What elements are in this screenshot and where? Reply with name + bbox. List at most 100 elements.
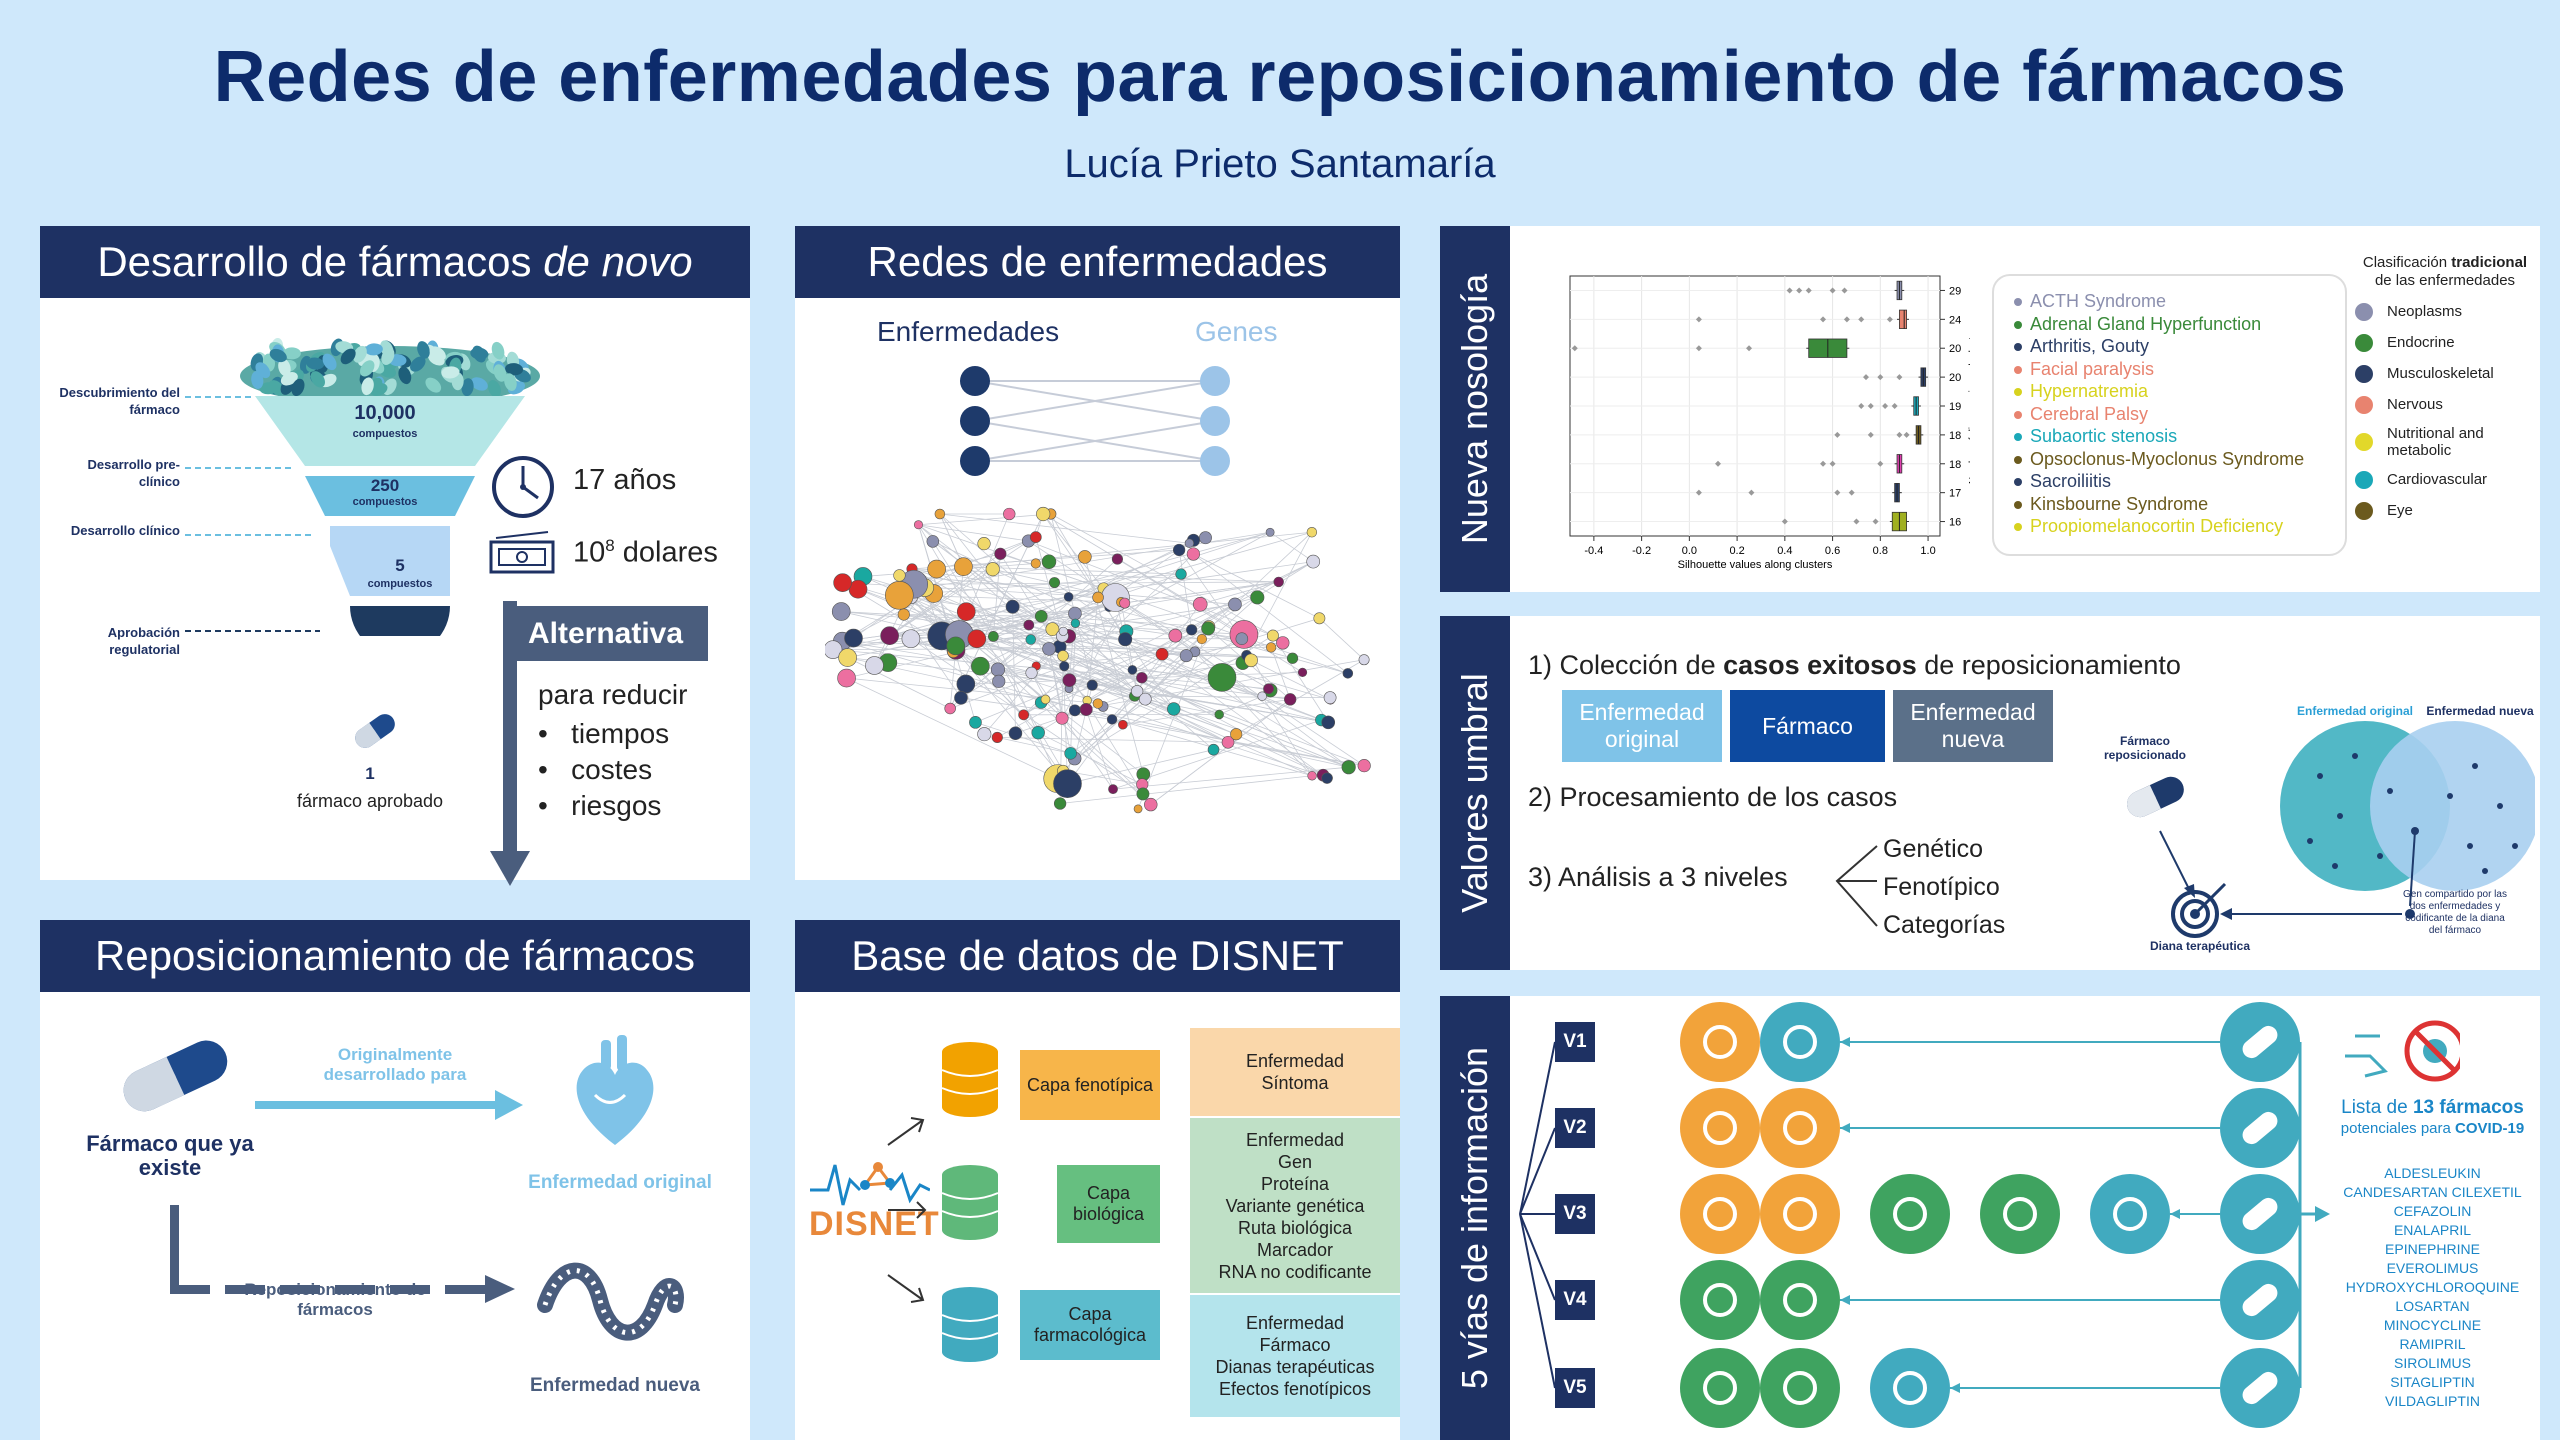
x-tick-label: -0.4 bbox=[1584, 545, 1603, 557]
layer-phenotypic: Capa fenotípica bbox=[1020, 1050, 1160, 1120]
network-edge bbox=[1137, 626, 1210, 810]
network-edge bbox=[911, 568, 1187, 657]
alternative-item: • tiempos bbox=[538, 718, 670, 749]
protein-icon bbox=[1980, 1174, 2060, 1254]
entity-item: Gen bbox=[1277, 1151, 1313, 1172]
network-node bbox=[927, 559, 946, 579]
outlier-point bbox=[1695, 316, 1702, 323]
y-axis-label: Number of diseases in each cluster bbox=[1968, 327, 1970, 484]
network-edge bbox=[1227, 741, 1365, 767]
alternative-item: • riesgos bbox=[538, 790, 662, 821]
outlier-point bbox=[1872, 518, 1879, 525]
classification-item: Nervous bbox=[2355, 389, 2540, 420]
y-tick-label: 18 bbox=[1949, 459, 1961, 471]
network-node bbox=[1111, 553, 1123, 565]
box-original-disease: Enfermedad original bbox=[1562, 690, 1722, 762]
pill-icon bbox=[505, 363, 524, 376]
network-edge bbox=[1048, 648, 1063, 719]
money-icon bbox=[489, 531, 555, 574]
symptom-icon bbox=[1680, 1002, 1760, 1082]
network-node bbox=[1138, 692, 1152, 706]
level-item: Fenotípico bbox=[1883, 873, 2000, 901]
poster-author: Lucía Prieto Santamaría bbox=[1064, 142, 1496, 186]
cluster-legend-item: Hypernatremia bbox=[2014, 380, 2345, 403]
y-tick-label: 16 bbox=[1949, 517, 1961, 529]
network-node bbox=[994, 547, 1007, 560]
pill-icon bbox=[268, 380, 285, 396]
legend-dot-icon bbox=[2014, 500, 2022, 509]
outlier-point bbox=[1820, 460, 1827, 467]
bipartite-graph bbox=[960, 366, 1230, 476]
step3-text: 3) Análisis a 3 niveles bbox=[1528, 862, 1788, 892]
entity-item: Ruta biológica bbox=[1237, 1217, 1353, 1238]
outlier-point bbox=[1834, 489, 1841, 496]
outlier-point bbox=[1820, 316, 1827, 323]
network-edge bbox=[1050, 513, 1274, 636]
network-node bbox=[1199, 531, 1212, 545]
network-node bbox=[1118, 632, 1133, 647]
pill-icon bbox=[364, 343, 383, 356]
route-v5-label: V5 bbox=[1555, 1368, 1595, 1408]
network-node bbox=[944, 702, 956, 715]
legend-dot-icon bbox=[2014, 455, 2022, 464]
class-dot-icon bbox=[2355, 364, 2373, 383]
disnet-logo-text: DISNET bbox=[809, 1205, 940, 1243]
capsule-icon-glyph bbox=[2242, 1111, 2278, 1145]
network-edge bbox=[932, 541, 994, 637]
funnel-graphic bbox=[240, 337, 540, 636]
network-node bbox=[1250, 590, 1265, 605]
route-v4-label: V4 bbox=[1555, 1280, 1595, 1320]
network-node bbox=[1175, 568, 1187, 580]
class-dot-icon bbox=[2355, 501, 2373, 520]
network-node bbox=[934, 508, 946, 520]
network-node bbox=[1244, 653, 1258, 668]
x-tick-label: 0.0 bbox=[1682, 545, 1697, 557]
cluster-legend-item: Subaortic stenosis bbox=[2014, 425, 2345, 448]
entity-item: Marcador bbox=[1256, 1239, 1334, 1260]
virus-dna-icon bbox=[1680, 1260, 1760, 1340]
arrow-head bbox=[1840, 1037, 1850, 1047]
network-edge bbox=[1074, 613, 1242, 640]
network-node bbox=[1063, 592, 1074, 602]
original-disease-label: Enfermedad original bbox=[528, 1172, 712, 1193]
venn-original-label: Enfermedad original bbox=[2296, 704, 2414, 718]
network-node bbox=[1286, 652, 1299, 664]
entity-item: Dianas terapéuticas bbox=[1215, 1357, 1375, 1377]
pill-icon bbox=[360, 360, 375, 377]
level-item: Categorías bbox=[1883, 911, 2006, 939]
panel-networks: Redes de enfermedades Enfermedades Genes bbox=[795, 226, 1400, 880]
network-edge bbox=[983, 635, 1070, 735]
cost-text: 108 dolares bbox=[573, 536, 718, 569]
network-edge bbox=[918, 524, 1138, 692]
capsule-icon-glyph bbox=[2242, 1025, 2278, 1059]
patient-icon bbox=[1760, 1260, 1840, 1340]
layer-arrows bbox=[887, 1117, 927, 1303]
outlier-point bbox=[1848, 489, 1855, 496]
network-node bbox=[1008, 726, 1023, 740]
network-edge bbox=[1112, 766, 1349, 790]
network-node bbox=[1064, 747, 1077, 760]
legend-dot-icon bbox=[2014, 388, 2022, 397]
panel-repositioning: Reposicionamiento de fármacos Fármaco qu… bbox=[40, 920, 750, 1440]
step2-text: 2) Procesamiento de los casos bbox=[1528, 782, 1898, 812]
pill-icon bbox=[381, 347, 395, 365]
original-purpose-label: Originalmente desarrollado para bbox=[323, 1045, 467, 1084]
entity-item: Variante genética bbox=[1225, 1195, 1365, 1216]
classification-item: Musculoskeletal bbox=[2355, 358, 2540, 389]
network-node bbox=[1049, 577, 1060, 589]
disease-network-graph bbox=[825, 506, 1371, 814]
network-edge bbox=[1035, 537, 1063, 637]
network-node bbox=[1265, 527, 1275, 537]
network-edge bbox=[918, 524, 1029, 542]
network-node bbox=[885, 581, 914, 610]
poster-title: Redes de enfermedades para reposicionami… bbox=[213, 37, 2347, 117]
network-node bbox=[954, 691, 968, 705]
pill-icon bbox=[269, 348, 287, 363]
network-edge bbox=[1038, 732, 1143, 785]
network-edge bbox=[1042, 513, 1245, 635]
network-node bbox=[1041, 554, 1057, 569]
arrow-head bbox=[2170, 1209, 2180, 1219]
network-node bbox=[1053, 769, 1082, 798]
